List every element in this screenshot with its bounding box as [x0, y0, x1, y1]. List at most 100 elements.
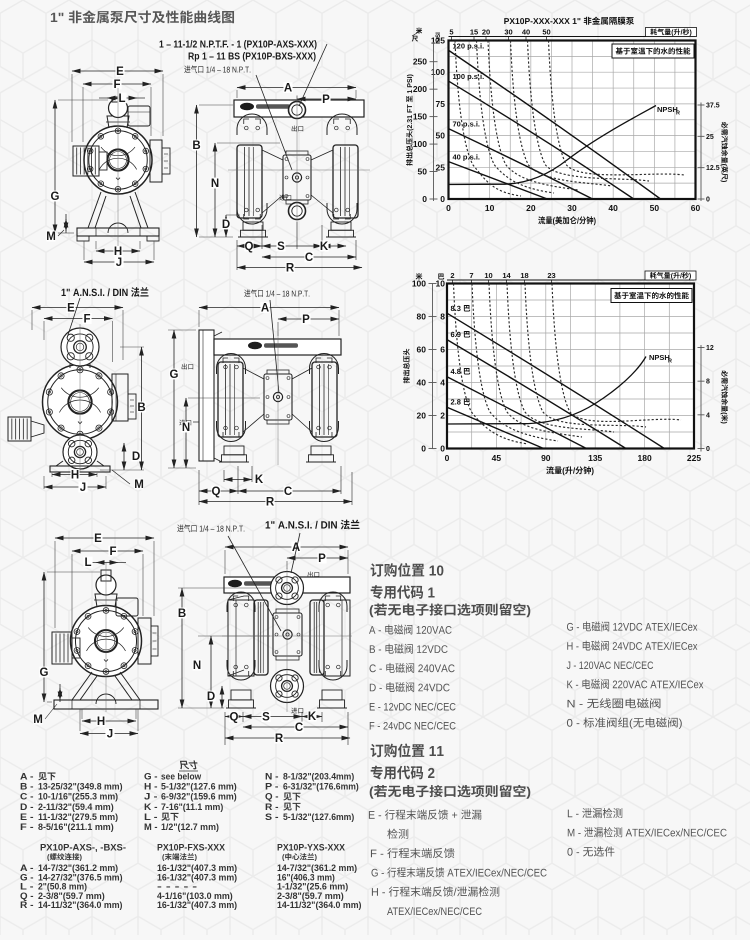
- svg-text:K: K: [255, 474, 264, 486]
- svg-text:10: 10: [485, 203, 495, 213]
- svg-text:0: 0: [422, 194, 427, 204]
- svg-text:R -: R -: [20, 900, 34, 910]
- svg-text:50: 50: [436, 131, 446, 141]
- svg-text:1-1/32"(25.6 mm): 1-1/32"(25.6 mm): [277, 882, 348, 892]
- svg-text:G: G: [40, 667, 49, 679]
- svg-text:B: B: [178, 608, 186, 620]
- svg-text:B -: B -: [20, 782, 34, 792]
- svg-text:J: J: [80, 482, 86, 494]
- svg-text:2: 2: [440, 411, 445, 421]
- svg-text:L -: L -: [144, 812, 158, 822]
- svg-text:J: J: [107, 729, 113, 741]
- svg-text:50: 50: [650, 203, 660, 213]
- svg-text:8: 8: [706, 379, 710, 386]
- svg-text:Q: Q: [245, 241, 254, 253]
- svg-text:40: 40: [522, 28, 530, 37]
- svg-text:10: 10: [436, 279, 446, 289]
- svg-text:6-9/32"(159.6 mm): 6-9/32"(159.6 mm): [161, 792, 237, 802]
- svg-text:E -: E -: [20, 812, 34, 822]
- svg-text:0: 0: [706, 446, 710, 453]
- svg-text:15: 15: [470, 28, 478, 37]
- svg-text:E - 12vDC NEC/CEC: E - 12vDC NEC/CEC: [369, 702, 456, 714]
- svg-text:8: 8: [440, 312, 445, 322]
- svg-text:ATEX/IECex/NEC/CEC: ATEX/IECex/NEC/CEC: [387, 906, 482, 918]
- svg-text:C: C: [305, 252, 313, 264]
- svg-text:M -: M -: [144, 822, 158, 832]
- svg-text:K -: K -: [144, 802, 158, 812]
- svg-text:225: 225: [687, 453, 701, 463]
- svg-text:16"(406.3 mm): 16"(406.3 mm): [277, 872, 335, 882]
- svg-text:P -: P -: [265, 782, 279, 792]
- svg-text:F - 24vDC NEC/CEC: F - 24vDC NEC/CEC: [369, 721, 456, 733]
- svg-text:F: F: [113, 79, 120, 91]
- svg-text:25: 25: [436, 162, 446, 172]
- svg-text:14-27/32"(376.5 mm): 14-27/32"(376.5 mm): [38, 872, 123, 882]
- svg-text:J - 120VAC NEC/CEC: J - 120VAC NEC/CEC: [567, 660, 654, 672]
- svg-text:12.5: 12.5: [706, 165, 720, 172]
- svg-text:40: 40: [608, 203, 618, 213]
- svg-text:N: N: [193, 660, 201, 672]
- svg-text:90: 90: [541, 453, 551, 463]
- svg-text:30: 30: [567, 203, 577, 213]
- svg-text:G -: G -: [20, 872, 34, 882]
- svg-text:0: 0: [445, 453, 450, 463]
- svg-text:2-3/8"(59.7 mm): 2-3/8"(59.7 mm): [38, 891, 105, 901]
- svg-text:250: 250: [413, 57, 427, 67]
- svg-text:14-7/32"(361.2 mm): 14-7/32"(361.2 mm): [277, 863, 357, 873]
- svg-text:A: A: [292, 542, 300, 554]
- svg-text:P: P: [318, 553, 326, 565]
- svg-text:P: P: [322, 94, 330, 106]
- svg-text:A -: A -: [20, 863, 34, 873]
- svg-text:C: C: [295, 722, 303, 734]
- svg-text:60: 60: [691, 203, 701, 213]
- svg-text:D: D: [132, 451, 140, 463]
- svg-text:150: 150: [413, 112, 427, 122]
- svg-text:23: 23: [547, 271, 555, 280]
- svg-text:NPSH: NPSH: [649, 353, 670, 362]
- svg-text:0: 0: [440, 444, 445, 454]
- svg-text:2-3/8"(59.7 mm): 2-3/8"(59.7 mm): [277, 891, 344, 901]
- svg-text:PX10P-FXS-XXX: PX10P-FXS-XXX: [157, 843, 225, 853]
- svg-text:L -: L -: [20, 882, 34, 892]
- svg-text:H: H: [114, 246, 122, 258]
- svg-text:F -: F -: [20, 822, 34, 832]
- svg-text:F: F: [83, 314, 90, 326]
- svg-text:G -: G -: [144, 772, 158, 782]
- svg-text:5-1/32"(127.6mm): 5-1/32"(127.6mm): [283, 812, 354, 822]
- svg-text:100: 100: [413, 139, 427, 149]
- svg-text:5: 5: [449, 28, 453, 37]
- svg-text:20: 20: [526, 203, 536, 213]
- svg-text:F: F: [109, 546, 116, 558]
- svg-text:Rp 1 – 11 BS (PX10P-BXS-XXX): Rp 1 – 11 BS (PX10P-BXS-XXX): [188, 51, 316, 63]
- svg-text:14-11/32"(364.0 mm): 14-11/32"(364.0 mm): [277, 900, 362, 910]
- svg-text:D -: D -: [20, 802, 34, 812]
- svg-text:R: R: [275, 733, 284, 745]
- svg-text:S: S: [277, 241, 285, 253]
- svg-text:S -: S -: [265, 812, 279, 822]
- svg-text:E: E: [67, 303, 75, 315]
- svg-text:4: 4: [706, 412, 710, 419]
- svg-text:- - - - -: - - - - -: [157, 882, 197, 892]
- svg-text:4: 4: [440, 378, 445, 388]
- svg-text:N -: N -: [265, 772, 279, 782]
- svg-text:100 p.s.i.: 100 p.s.i.: [453, 72, 485, 81]
- svg-text:A -: A -: [20, 772, 34, 782]
- svg-text:Q -: Q -: [20, 891, 34, 901]
- svg-text:M: M: [134, 479, 144, 491]
- svg-text:R: R: [668, 359, 672, 365]
- svg-text:0: 0: [706, 197, 710, 204]
- svg-text:6-31/32"(176.6mm): 6-31/32"(176.6mm): [283, 782, 359, 792]
- svg-text:100: 100: [412, 279, 426, 289]
- svg-text:7-16"(11.1 mm): 7-16"(11.1 mm): [161, 802, 223, 812]
- svg-text:0: 0: [446, 203, 451, 213]
- svg-text:100: 100: [431, 67, 445, 77]
- svg-text:200: 200: [413, 84, 427, 94]
- svg-text:70 p.s.i.: 70 p.s.i.: [453, 120, 481, 129]
- svg-text:0: 0: [421, 444, 426, 454]
- svg-text:1/2"(12.7 mm): 1/2"(12.7 mm): [161, 822, 219, 832]
- svg-text:2-11/32"(59.4 mm): 2-11/32"(59.4 mm): [38, 802, 114, 812]
- svg-text:M: M: [46, 231, 56, 243]
- svg-text:16-1/32"(407.3 mm): 16-1/32"(407.3 mm): [157, 863, 237, 873]
- svg-text:M: M: [33, 714, 43, 726]
- svg-text:5-1/32"(127.6 mm): 5-1/32"(127.6 mm): [161, 782, 237, 792]
